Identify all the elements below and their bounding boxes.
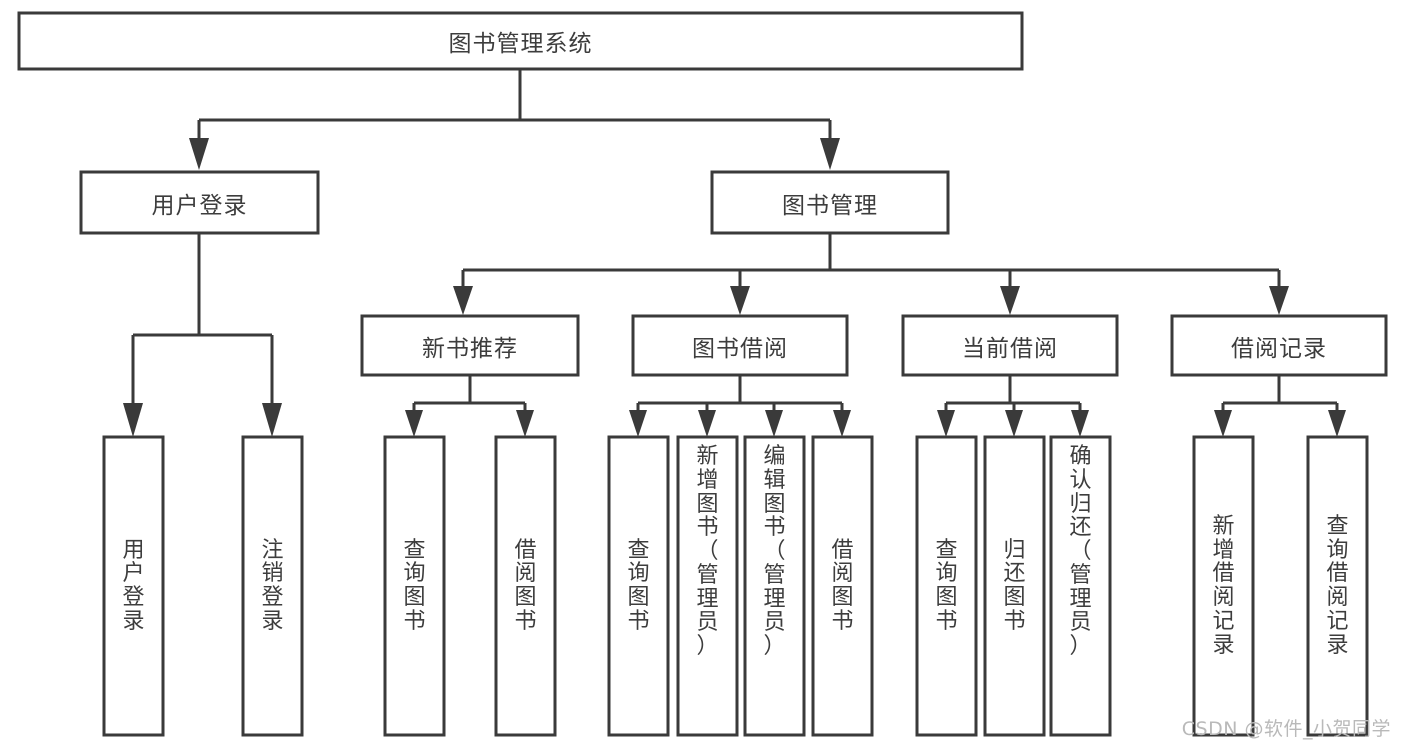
- leaf-box-user-login[interactable]: [102, 435, 165, 737]
- leaf-box-query-book-1[interactable]: [383, 435, 446, 737]
- arrow-head-icon: [1328, 410, 1346, 437]
- arrow-head-icon: [1000, 286, 1020, 315]
- node-borrow-record-box[interactable]: [1170, 314, 1388, 377]
- arrow-head-icon: [262, 403, 282, 437]
- leaf-box-borrow-book-2[interactable]: [811, 435, 874, 737]
- leaf-box-add-record[interactable]: [1192, 435, 1255, 737]
- arrow-head-icon: [820, 138, 840, 170]
- node-new-book-rec-box[interactable]: [360, 314, 580, 377]
- leaf-box-user-logout[interactable]: [241, 435, 304, 737]
- arrow-head-icon: [1071, 410, 1089, 437]
- watermark-label: CSDN @软件_小贺同学: [1181, 718, 1391, 740]
- node-current-borrow-box[interactable]: [901, 314, 1119, 377]
- leaf-box-add-book[interactable]: [676, 435, 739, 737]
- leaf-box-query-record[interactable]: [1306, 435, 1369, 737]
- arrow-head-icon: [1005, 410, 1023, 437]
- arrow-head-icon: [698, 410, 716, 437]
- arrow-head-icon: [730, 286, 750, 315]
- arrow-head-icon: [453, 286, 473, 315]
- arrow-head-icon: [765, 410, 783, 437]
- node-root-box[interactable]: [17, 11, 1024, 71]
- leaf-box-query-book-2[interactable]: [607, 435, 670, 737]
- leaf-box-query-book-3[interactable]: [915, 435, 978, 737]
- arrow-head-icon: [516, 410, 534, 437]
- arrow-head-icon: [123, 403, 143, 437]
- arrow-head-icon: [833, 410, 851, 437]
- node-user-login-box[interactable]: [79, 170, 320, 235]
- arrow-head-icon: [937, 410, 955, 437]
- arrow-head-icon: [1214, 410, 1232, 437]
- arrow-head-icon: [629, 410, 647, 437]
- leaf-box-return-book[interactable]: [983, 435, 1046, 737]
- leaf-box-edit-book[interactable]: [743, 435, 806, 737]
- arrow-head-icon: [405, 410, 423, 437]
- node-book-borrow-box[interactable]: [631, 314, 849, 377]
- node-book-manage-box[interactable]: [710, 170, 950, 235]
- arrow-head-icon: [1269, 286, 1289, 315]
- leaf-box-borrow-book-1[interactable]: [494, 435, 557, 737]
- arrow-head-icon: [189, 138, 209, 170]
- leaf-box-confirm-return[interactable]: [1049, 435, 1112, 737]
